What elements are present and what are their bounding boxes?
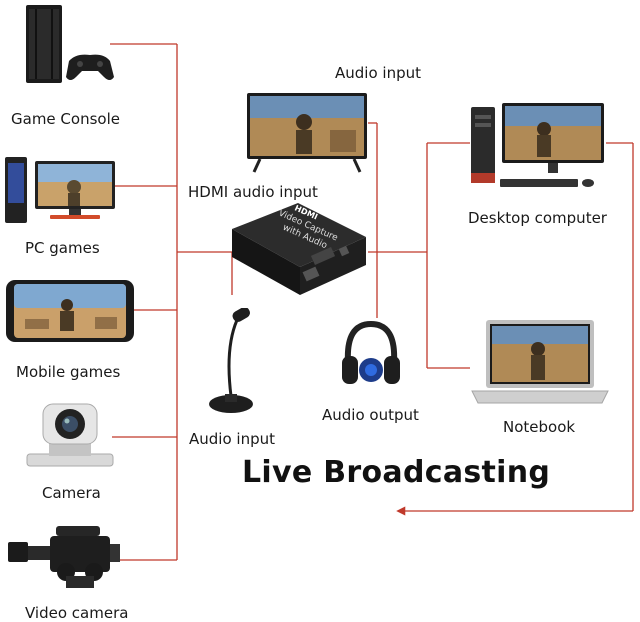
- hdmi-audio-input-label: HDMI audio input: [188, 183, 318, 201]
- microphone-icon: [209, 308, 253, 413]
- game-console-icon: [26, 5, 114, 83]
- pc-icon: [5, 157, 115, 223]
- microphone-label: Audio input: [189, 430, 275, 448]
- monitor-label: Audio input: [335, 64, 421, 82]
- ptz-camera-icon: [26, 403, 114, 467]
- diagram-title: Live Broadcasting: [242, 455, 551, 490]
- output-label-notebook: Notebook: [503, 418, 576, 436]
- camcorder-icon: [8, 526, 120, 588]
- monitor-icon: [247, 93, 367, 173]
- source-label-video-camera: Video camera: [25, 604, 129, 622]
- laptop-icon: [471, 320, 609, 404]
- headphones-label: Audio output: [322, 406, 419, 424]
- source-label-pc-games: PC games: [25, 239, 100, 257]
- smartphone-icon: [6, 280, 134, 342]
- output-label-desktop: Desktop computer: [468, 209, 607, 227]
- headphones-icon: [342, 320, 400, 384]
- capture-card-icon: [232, 203, 366, 295]
- desktop-computer-icon: [471, 103, 604, 187]
- source-label-camera: Camera: [42, 484, 101, 502]
- source-label-game-console: Game Console: [11, 110, 120, 128]
- source-label-mobile-games: Mobile games: [16, 363, 121, 381]
